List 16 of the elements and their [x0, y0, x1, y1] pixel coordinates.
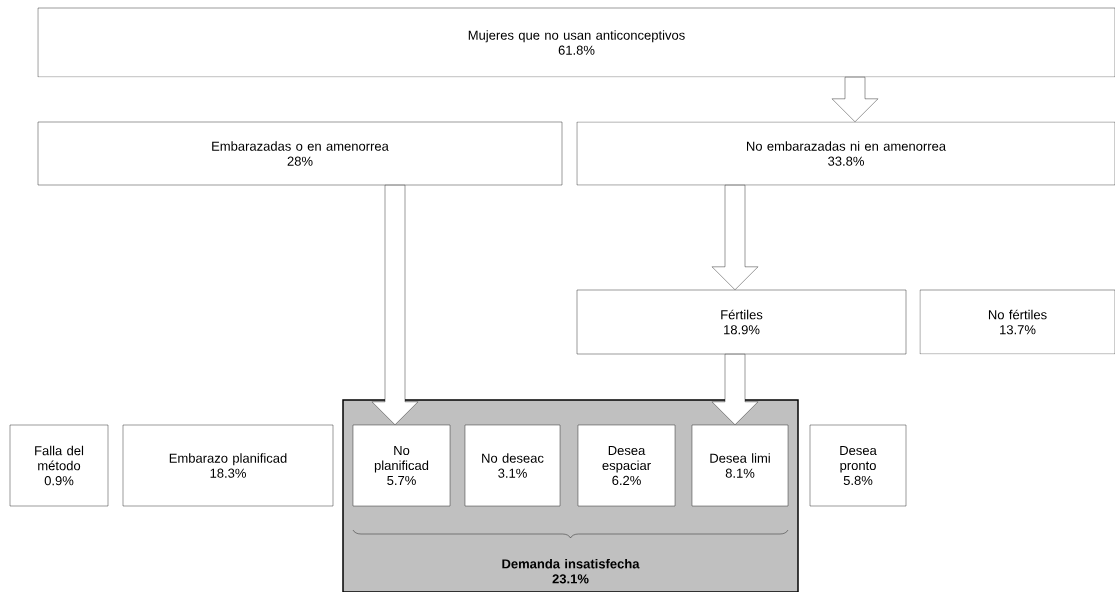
category-box: Falla del método 0.9%: [9, 424, 109, 507]
category-box: Mujeres que no usan anticonceptivos 61.8%: [37, 7, 1115, 78]
block-arrow: [831, 77, 879, 122]
block-arrow: [711, 354, 759, 425]
category-box: Desea pronto 5.8%: [809, 424, 907, 507]
block-arrow: [371, 185, 419, 425]
category-box: Embarazadas o en amenorrea 28%: [37, 121, 563, 186]
category-box: Fértiles 18.9%: [576, 289, 907, 355]
category-box: No embarazadas ni en amenorrea 33.8%: [576, 121, 1115, 186]
category-box: Embarazo planificad 18.3%: [122, 424, 334, 507]
category-box: No fértiles 13.7%: [919, 289, 1115, 355]
category-box: Desea limi 8.1%: [691, 424, 789, 507]
category-box: Desea espaciar 6.2%: [577, 424, 676, 507]
block-arrow: [711, 185, 759, 290]
category-box: No deseac 3.1%: [464, 424, 561, 507]
category-box: No planificad 5.7%: [352, 424, 451, 507]
